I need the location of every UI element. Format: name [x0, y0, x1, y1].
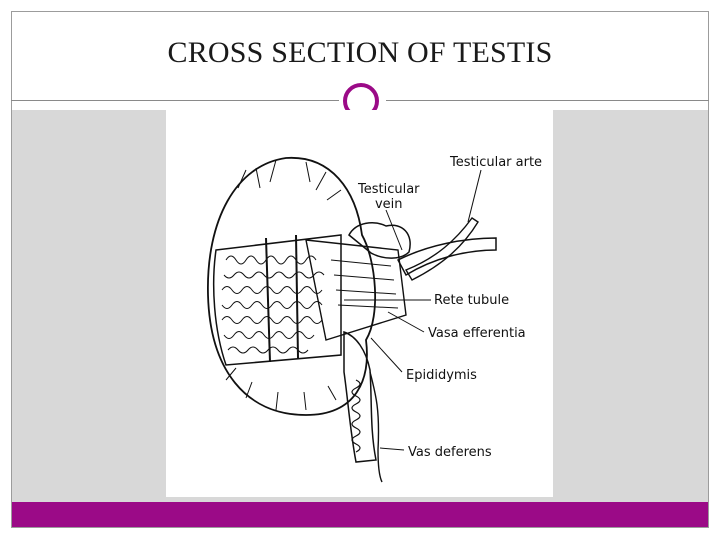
testis-outline: [207, 157, 376, 416]
testis-diagram: Testicular arte Testicular vein Rete tub…: [166, 110, 553, 497]
leader-vas-deferens: [379, 447, 405, 451]
leader-vasa-efferentia: [387, 311, 425, 333]
label-testicular-vein: Testicular vein: [358, 182, 420, 212]
testicular-artery-vessel: [404, 217, 479, 281]
leader-epididymis: [370, 337, 403, 373]
label-rete-tubule: Rete tubule: [434, 293, 510, 308]
slide-title: CROSS SECTION OF TESTIS: [167, 36, 553, 69]
label-vas-deferens: Vas deferens: [408, 445, 492, 460]
leader-testicular-artery: [467, 169, 482, 223]
leader-testicular-vein: [385, 209, 403, 251]
testis-drawing: [207, 157, 497, 483]
footer-bar: [12, 502, 708, 527]
title-divider-right: [386, 100, 709, 101]
label-epididymis: Epididymis: [406, 368, 477, 383]
spermatic-cord: [396, 237, 497, 277]
vas-deferens: [369, 371, 383, 483]
rete-region: [305, 239, 407, 341]
label-vasa-efferentia: Vasa efferentia: [428, 326, 526, 341]
title-divider-left: [11, 100, 339, 101]
epididymis-head: [348, 222, 411, 259]
lobule-region: [212, 234, 342, 366]
label-testicular-artery: Testicular arte: [450, 155, 543, 170]
epididymis-body: [343, 330, 377, 463]
